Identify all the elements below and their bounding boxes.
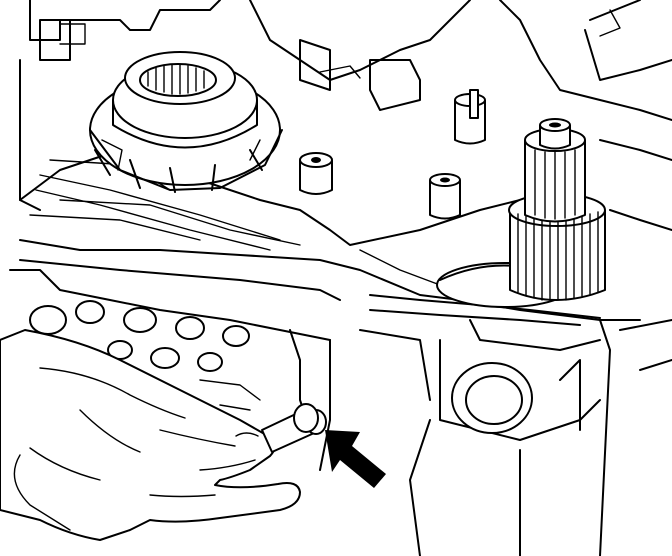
case-upper-structure <box>19 0 672 211</box>
output-shaft-gear <box>436 118 606 308</box>
pin-punch-tool <box>261 403 327 453</box>
arrow-icon <box>325 430 386 488</box>
pump-bearing-assembly <box>89 51 283 193</box>
case-studs <box>299 89 486 220</box>
technician-hand <box>0 329 301 541</box>
valve-body <box>9 269 331 471</box>
case-right-housing <box>359 139 672 556</box>
